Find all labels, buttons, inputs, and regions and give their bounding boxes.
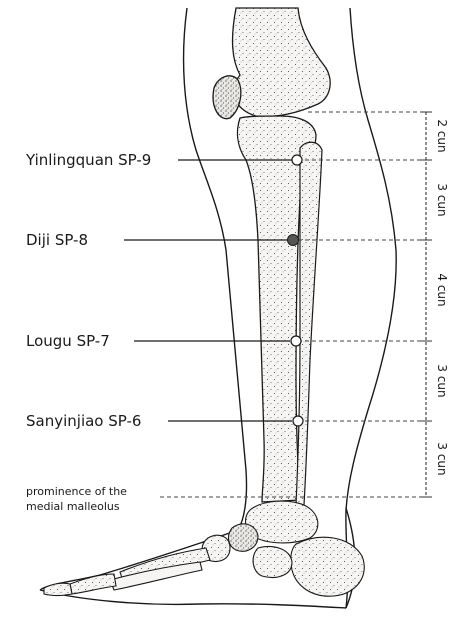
foot-bones (44, 501, 364, 596)
fibula (296, 142, 322, 505)
sp6-point-marker (293, 416, 303, 426)
malleolus-note-line2: medial malleolus (26, 500, 120, 513)
posterior-leg-contour (346, 8, 396, 608)
femur (233, 8, 331, 116)
cun-label: 3 cun (435, 183, 449, 216)
cun-label: 3 cun (435, 364, 449, 397)
sp8-point-marker (288, 235, 299, 246)
measurement-bracket (420, 112, 432, 497)
patella (213, 76, 241, 119)
sp8-label: Diji SP-8 (26, 231, 88, 249)
sp9-label: Yinlingquan SP-9 (25, 151, 151, 169)
cun-label: 4 cun (435, 273, 449, 306)
sp7-point-marker (291, 336, 301, 346)
sp7-label: Lougu SP-7 (26, 332, 110, 350)
malleolus-note-line1: prominence of the (26, 485, 127, 498)
cun-label: 2 cun (435, 119, 449, 152)
cuboid (253, 547, 292, 578)
phalanx-distal (44, 583, 72, 595)
cun-labels: 2 cun 3 cun 4 cun 3 cun 3 cun (435, 119, 449, 475)
cun-label: 3 cun (435, 442, 449, 475)
sp6-label: Sanyinjiao SP-6 (26, 412, 141, 430)
calcaneus (291, 537, 364, 596)
acupoint-labels: Yinlingquan SP-9 Diji SP-8 Lougu SP-7 Sa… (25, 151, 151, 430)
sp9-point-marker (292, 155, 302, 165)
foot-sole-contour (40, 590, 346, 608)
malleolus-note: prominence of the medial malleolus (26, 485, 127, 513)
navicular (229, 524, 258, 551)
phalanx-proximal (70, 574, 116, 594)
